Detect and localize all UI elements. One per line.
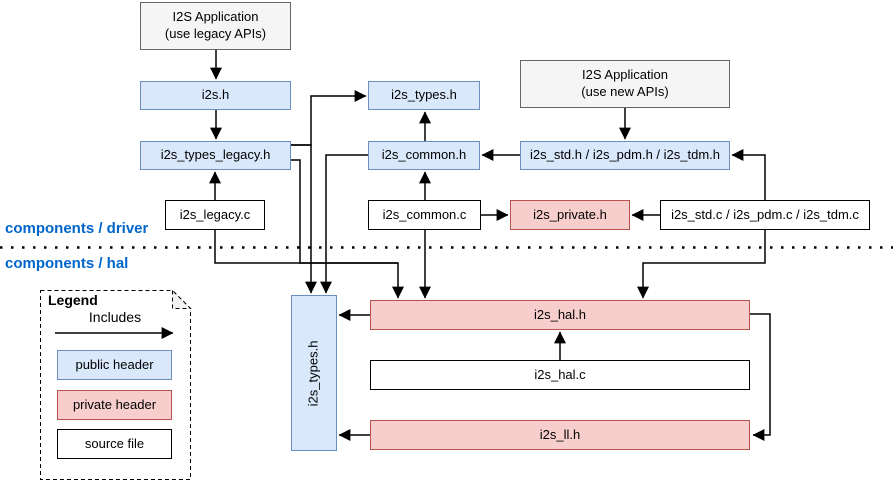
node-i2s_types_h_hal: i2s_types.h — [291, 295, 337, 451]
node-label-i2s_common_h: i2s_common.h — [381, 147, 467, 163]
node-label-app_legacy: I2S Application (use legacy APIs) — [164, 9, 267, 41]
node-i2s_types_h: i2s_types.h — [368, 81, 480, 110]
node-i2s_hal_c: i2s_hal.c — [370, 360, 750, 390]
node-label-i2s_types_h_hal: i2s_types.h — [305, 340, 321, 406]
legend-item-label-public: public header — [75, 356, 154, 372]
node-label-i2s_std_c: i2s_std.c / i2s_pdm.c / i2s_tdm.c — [671, 206, 859, 222]
node-i2s_common_c: i2s_common.c — [368, 200, 481, 230]
node-label-i2s_types_h: i2s_types.h — [391, 87, 457, 103]
edge-i2s_types_legacy_h-to-i2s_types_h_hal — [291, 144, 317, 294]
node-label-app_new: I2S Application (use new APIs) — [581, 67, 669, 99]
node-label-i2s_hal_h: i2s_hal.h — [533, 306, 587, 322]
node-i2s_hal_h: i2s_hal.h — [370, 300, 750, 330]
node-i2s_std_h: i2s_std.h / i2s_pdm.h / i2s_tdm.h — [520, 141, 730, 170]
edge-i2s_types_legacy_h-to-i2s_types_h — [291, 90, 367, 146]
edge-i2s_common_h-to-i2s_types_h_hal — [320, 154, 368, 294]
edge-i2s_legacy_c-to-i2s_hal_h — [214, 230, 404, 299]
legend-item-source-header: source file — [57, 429, 172, 459]
node-app_legacy: I2S Application (use legacy APIs) — [140, 2, 291, 50]
legend-item-label-source: source file — [84, 435, 145, 451]
node-label-i2s_ll_h: i2s_ll.h — [539, 426, 581, 442]
node-label-i2s_private_h: i2s_private.h — [533, 206, 607, 222]
node-i2s_types_legacy_h: i2s_types_legacy.h — [140, 141, 291, 170]
section-label-driver: components / driver — [5, 220, 149, 237]
node-label-i2s_types_legacy_h: i2s_types_legacy.h — [160, 147, 271, 163]
section-label-hal: components / hal — [5, 255, 129, 272]
node-i2s_common_h: i2s_common.h — [368, 141, 480, 170]
edge-i2s_std_c-to-i2s_hal_h — [637, 230, 766, 299]
node-app_new: I2S Application (use new APIs) — [520, 60, 730, 108]
edge-i2s_hal_h-to-i2s_ll_h — [750, 313, 771, 441]
edge-i2s_types_legacy_h-to-i2s_hal_h — [291, 159, 398, 264]
node-i2s_ll_h: i2s_ll.h — [370, 420, 750, 450]
legend-note-fold-icon — [172, 290, 192, 309]
node-label-i2s_common_c: i2s_common.c — [382, 206, 467, 222]
node-label-i2s_h: i2s.h — [201, 87, 230, 103]
edge-i2s_std_c-to-i2s_std_h — [731, 149, 766, 200]
node-label-i2s_std_h: i2s_std.h / i2s_pdm.h / i2s_tdm.h — [529, 147, 721, 163]
legend-item-private-header: private header — [57, 390, 172, 420]
node-i2s_h: i2s.h — [140, 81, 291, 110]
node-i2s_std_c: i2s_std.c / i2s_pdm.c / i2s_tdm.c — [660, 200, 870, 230]
node-label-i2s_hal_c: i2s_hal.c — [534, 366, 586, 382]
legend-item-public-header: public header — [57, 350, 172, 380]
node-i2s_private_h: i2s_private.h — [510, 200, 630, 230]
legend-title: Legend — [48, 292, 98, 308]
legend-item-label-private: private header — [72, 396, 157, 412]
legend-includes-label: Includes — [88, 309, 142, 325]
node-i2s_legacy_c: i2s_legacy.c — [165, 200, 265, 230]
node-label-i2s_legacy_c: i2s_legacy.c — [179, 206, 251, 222]
